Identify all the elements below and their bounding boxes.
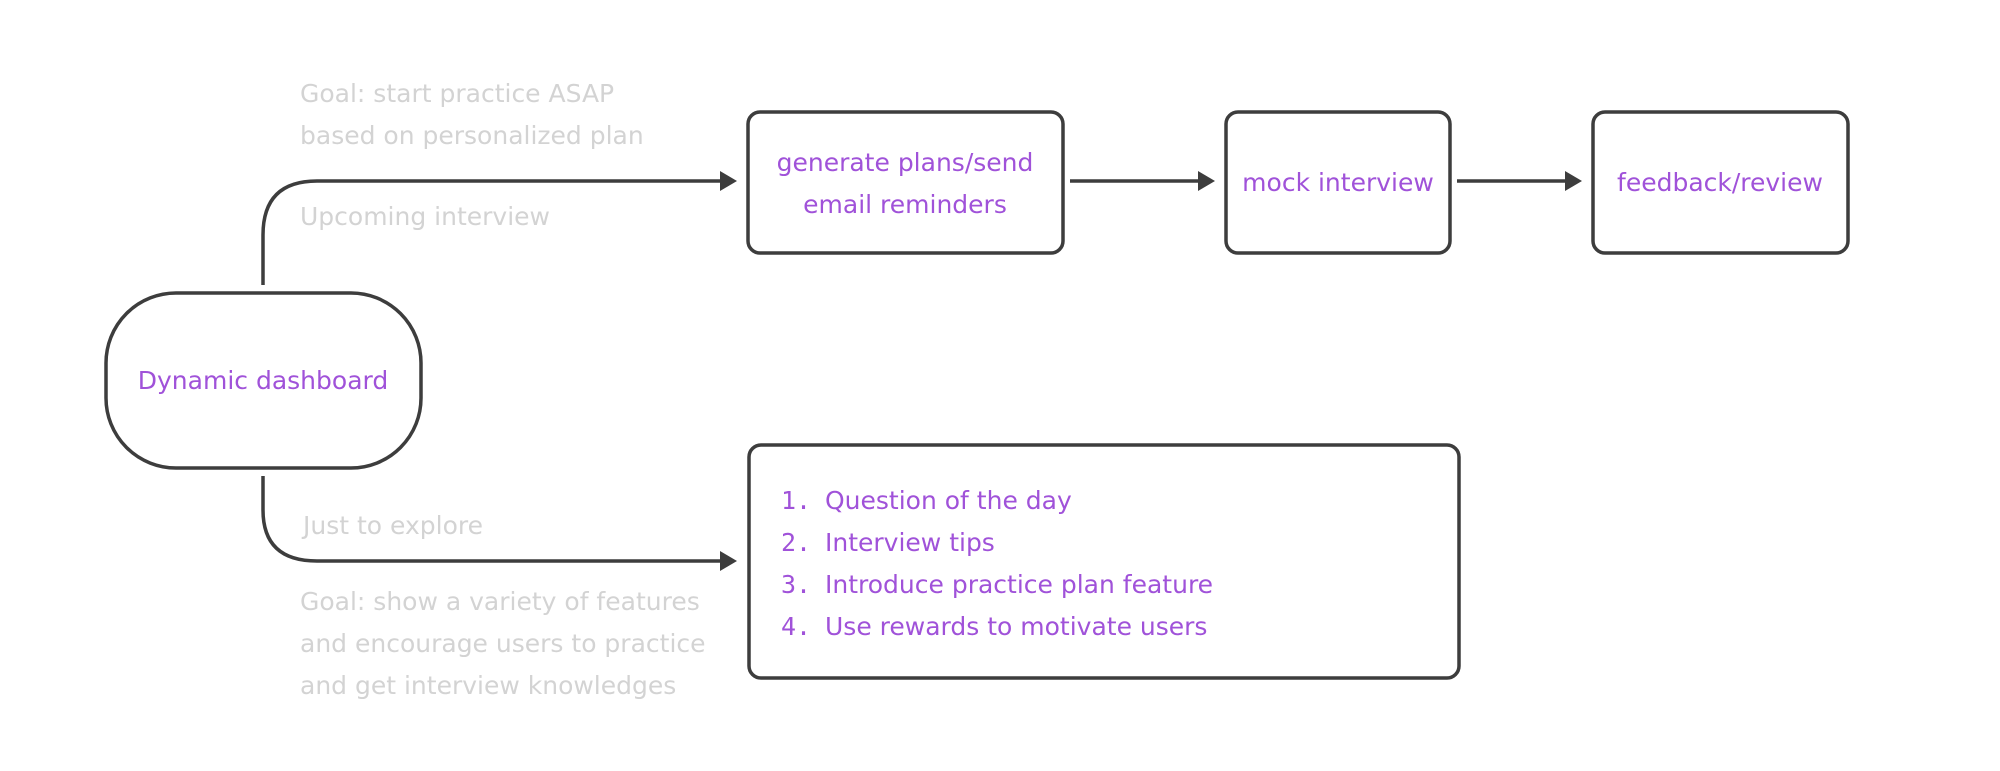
node-mock-interview: mock interview: [1224, 110, 1452, 255]
lower-path-label: Just to explore: [301, 511, 483, 540]
generate-label-line-2: email reminders: [803, 190, 1007, 219]
lower-goal-note: Goal: show a variety of features and enc…: [300, 587, 706, 700]
explore-list-shape: [747, 443, 1461, 680]
list-item-number: 3.: [781, 570, 811, 599]
list-item-text: Interview tips: [825, 528, 995, 557]
arrowhead-mock: [1198, 171, 1215, 191]
arrowhead-generate: [720, 171, 737, 191]
upper-path-label: Upcoming interview: [300, 202, 550, 231]
node-feedback-review: feedback/review: [1591, 110, 1850, 255]
mock-label: mock interview: [1242, 168, 1434, 197]
lower-goal-line-2: and encourage users to practice: [300, 629, 706, 658]
feedback-shape: [1591, 110, 1850, 255]
list-item-text: Question of the day: [825, 486, 1072, 515]
generate-shape: [746, 110, 1065, 255]
list-item: 2. Interview tips: [781, 528, 995, 557]
list-item-number: 1.: [781, 486, 811, 515]
arrowhead-list: [720, 551, 737, 571]
list-item: 4. Use rewards to motivate users: [781, 612, 1207, 641]
upper-goal-note: Goal: start practice ASAP based on perso…: [300, 79, 644, 150]
node-dynamic-dashboard: Dynamic dashboard: [104, 291, 423, 470]
edge-dashboard-to-generate: [261, 179, 720, 285]
list-item-number: 2.: [781, 528, 811, 557]
lower-goal-line-1: Goal: show a variety of features: [300, 587, 700, 616]
upper-goal-line-2: based on personalized plan: [300, 121, 644, 150]
node-explore-list: 1. Question of the day 2. Interview tips…: [747, 443, 1461, 680]
list-item-number: 4.: [781, 612, 811, 641]
upper-goal-line-1: Goal: start practice ASAP: [300, 79, 614, 108]
mock-shape: [1224, 110, 1452, 255]
dashboard-shape: [104, 291, 423, 470]
dashboard-label: Dynamic dashboard: [138, 366, 388, 395]
generate-label-line-1: generate plans/send: [777, 148, 1034, 177]
node-generate-plans: generate plans/send email reminders: [746, 110, 1065, 255]
edge-dashboard-to-list: [261, 476, 720, 563]
feedback-label: feedback/review: [1617, 168, 1823, 197]
arrowhead-feedback: [1565, 171, 1582, 191]
list-item: 1. Question of the day: [781, 486, 1072, 515]
lower-goal-line-3: and get interview knowledges: [300, 671, 676, 700]
list-item-text: Introduce practice plan feature: [825, 570, 1213, 599]
list-item-text: Use rewards to motivate users: [825, 612, 1207, 641]
list-item: 3. Introduce practice plan feature: [781, 570, 1213, 599]
